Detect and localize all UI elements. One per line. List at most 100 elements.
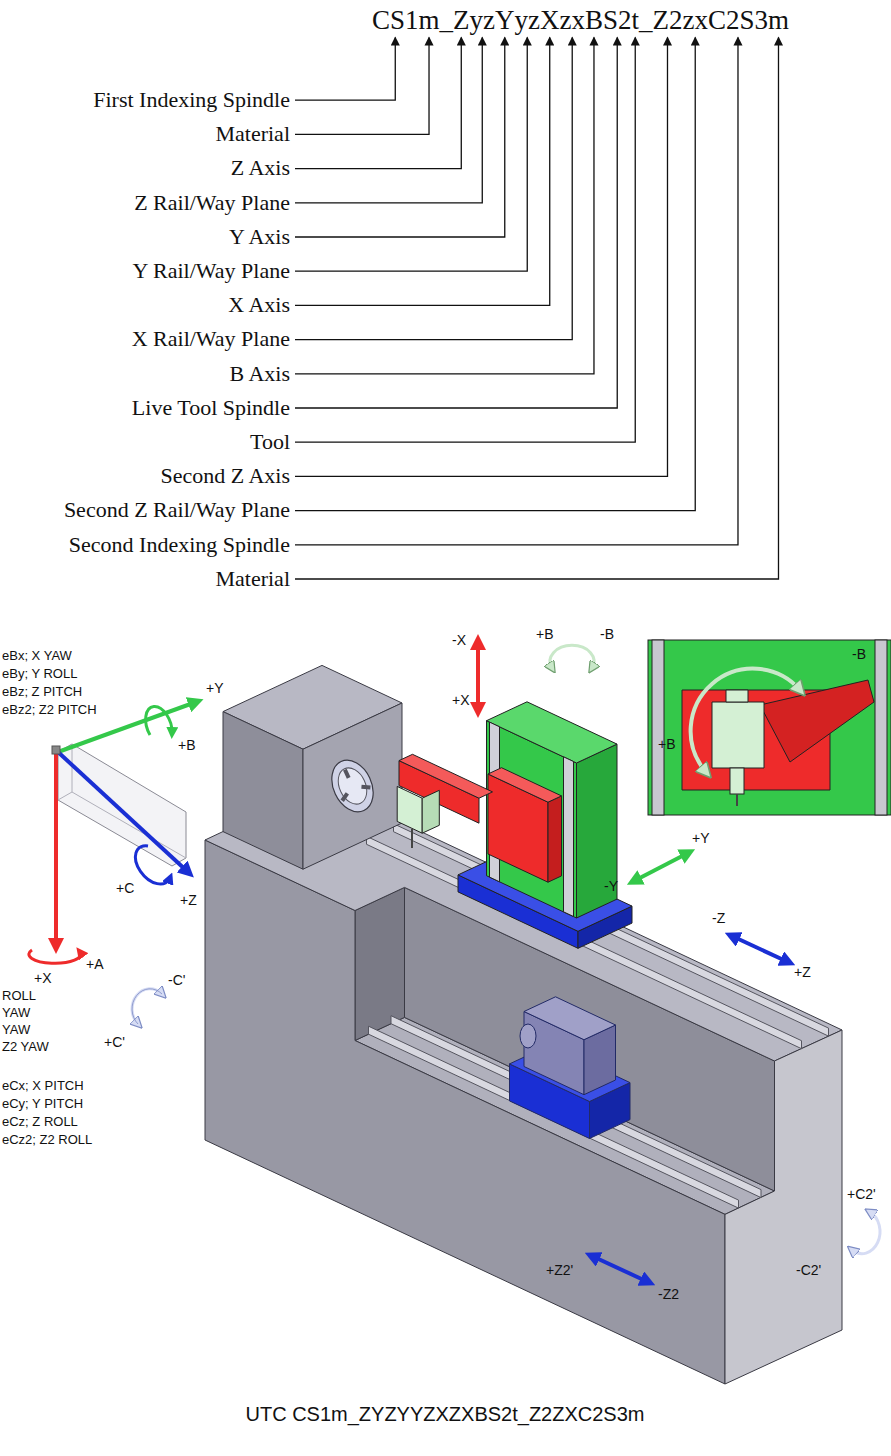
b-axis-inset: [652, 640, 664, 815]
leader-line: [295, 37, 505, 237]
column-carriage: [488, 768, 562, 803]
b-axis-inset: [875, 640, 887, 815]
axis-direction-label: -Y: [604, 878, 618, 895]
axis-direction-label: -B: [600, 626, 614, 643]
axis-triad: [58, 792, 72, 800]
leader-line: [295, 37, 635, 442]
b-axis-inset: [712, 702, 764, 768]
code-part-label: Material: [215, 121, 290, 147]
column-carriage: [411, 829, 413, 848]
axis-direction-label: +C': [104, 1034, 125, 1051]
code-part-label: Y Axis: [229, 224, 290, 250]
rotation-arc: [132, 989, 162, 1024]
b-axis-inset: [760, 680, 874, 762]
leader-line: [295, 37, 738, 544]
chuck: [324, 753, 381, 818]
code-part-label: Tool: [250, 429, 290, 455]
column-carriage: [399, 754, 493, 798]
leader-line: [295, 37, 594, 373]
b-axis-inset: [691, 669, 800, 772]
b-axis-inset: [648, 640, 891, 815]
code-part-label: First Indexing Spindle: [93, 87, 290, 113]
axis-direction-label: -C2': [796, 1262, 821, 1279]
axis-direction-label: +C: [116, 880, 134, 897]
axis-direction-label: -C': [168, 972, 185, 989]
chuck: [361, 785, 370, 790]
axis-direction-label: +X: [34, 970, 52, 987]
error-term-label: YAW: [2, 1022, 30, 1038]
leader-line: [295, 37, 550, 305]
axis-direction-label: +B: [178, 737, 196, 754]
headstock: [223, 665, 402, 869]
axis-triad: [52, 746, 60, 754]
headstock: [223, 712, 303, 870]
axis-triad: [135, 846, 170, 884]
chuck: [341, 792, 349, 802]
leader-line: [295, 37, 461, 168]
machine-base: [725, 1030, 842, 1384]
tailstock: [524, 997, 616, 1040]
code-part-label: X Rail/Way Plane: [132, 326, 290, 352]
column-carriage: [397, 786, 422, 833]
axis-arrows: [634, 853, 688, 881]
column-carriage: [577, 744, 618, 918]
leader-line: [295, 37, 695, 510]
axis-triad: [29, 950, 81, 963]
chuck: [343, 769, 350, 779]
tailstock: [520, 1024, 536, 1048]
code-part-label: Second Z Rail/Way Plane: [64, 497, 290, 523]
leader-line: [295, 37, 527, 271]
column-carriage: [422, 790, 439, 833]
error-term-label: eCx; X PITCH: [2, 1078, 84, 1094]
error-term-label: eBx; X YAW: [2, 648, 72, 664]
axis-triad: [54, 752, 58, 946]
configuration-code: CS1m_ZyzYyzXzxBS2t_Z2zxC2S3m: [372, 4, 789, 36]
chuck: [333, 763, 373, 808]
column-carriage: [564, 757, 574, 917]
axis-direction-label: +Y: [206, 680, 224, 697]
axis-direction-label: +B: [536, 626, 554, 643]
axis-arrows: [476, 642, 480, 710]
axis-direction-label: +X: [452, 692, 470, 709]
b-axis-inset: [736, 794, 738, 806]
error-term-label: eBz; Z PITCH: [2, 684, 82, 700]
code-part-label: Second Z Axis: [160, 463, 290, 489]
b-axis-inset: [726, 690, 748, 702]
code-part-label: Second Indexing Spindle: [69, 532, 290, 558]
column-carriage: [487, 702, 618, 763]
leader-line: [295, 37, 572, 339]
error-term-label: eCz; Z ROLL: [2, 1114, 78, 1130]
code-part-label: Y Rail/Way Plane: [133, 258, 291, 284]
column-carriage: [397, 702, 632, 949]
leader-line: [295, 37, 429, 134]
axis-arrows: [732, 936, 788, 962]
axis-direction-label: +C2': [847, 1186, 876, 1203]
code-part-label: Z Axis: [231, 155, 290, 181]
column-carriage: [548, 796, 562, 882]
headstock: [303, 703, 402, 869]
axis-arrows: [852, 1212, 880, 1254]
rotation-arc: [132, 989, 162, 1024]
machine-base: [355, 887, 405, 1040]
tailstock: [510, 997, 631, 1139]
axis-direction-label: +Z: [180, 892, 197, 909]
axis-direction-label: -B: [852, 646, 866, 663]
axis-direction-label: -X: [452, 632, 466, 649]
code-part-label: Z Rail/Way Plane: [134, 190, 290, 216]
axis-direction-label: -Z: [712, 910, 725, 927]
code-part-label: B Axis: [229, 361, 290, 387]
error-term-label: YAW: [2, 1005, 30, 1021]
axis-direction-label: +Z: [794, 964, 811, 981]
code-part-label: X Axis: [228, 292, 290, 318]
code-part-label: Material: [215, 566, 290, 592]
machine-base: [205, 840, 725, 1384]
b-axis-inset: [730, 768, 744, 794]
error-term-label: eBy; Y ROLL: [2, 666, 77, 682]
axis-triad: [58, 744, 186, 866]
axis-arrows: [592, 1256, 648, 1282]
axis-triad: [29, 702, 196, 963]
chuck: [324, 753, 381, 818]
error-term-label: ROLL: [2, 988, 36, 1004]
b-axis-inset: [648, 640, 891, 815]
